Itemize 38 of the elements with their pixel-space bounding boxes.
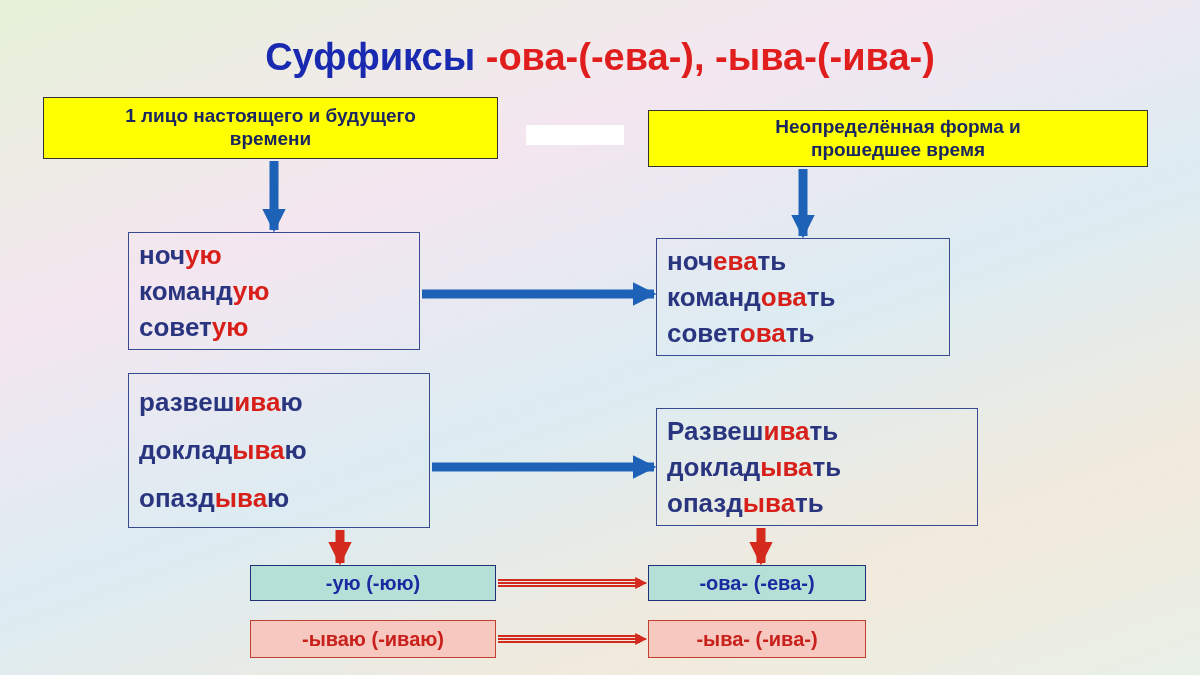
word-box — [656, 408, 978, 526]
word: развешиваю — [139, 386, 304, 418]
label-text: 1 лицо настоящего и будущего времени — [124, 105, 417, 151]
suffix-box — [648, 565, 866, 601]
arrow — [422, 282, 657, 306]
word: ночую — [139, 239, 223, 271]
word-box — [128, 232, 420, 350]
suffix-box — [250, 565, 496, 601]
label-text: Неопределённая форма и прошедшее время — [774, 115, 1022, 162]
label-text: -ую (-юю) — [325, 571, 421, 595]
label-text: -ова- (-ева-) — [699, 571, 815, 595]
word: советую — [139, 311, 250, 343]
arrow — [328, 530, 352, 566]
arrow — [262, 161, 286, 233]
word: докладываю — [139, 435, 308, 466]
title: Суффиксы -ова-(-ева-), -ыва-(-ива-) — [264, 36, 936, 79]
suffix-box — [648, 620, 866, 658]
arrow — [432, 455, 657, 479]
word-box — [128, 373, 430, 528]
word: опаздывать — [667, 487, 825, 519]
arrow — [497, 633, 648, 645]
label-text: -ываю (-иваю) — [301, 627, 444, 651]
word: советовать — [667, 317, 816, 349]
word: Развешивать — [667, 415, 840, 447]
word-box — [656, 238, 950, 356]
arrow — [791, 169, 815, 239]
word: докладывать — [667, 451, 843, 483]
header-box — [43, 97, 498, 159]
dash-bar — [526, 125, 624, 145]
word: командую — [139, 275, 271, 307]
word: опаздываю — [139, 483, 291, 515]
word: ночевать — [667, 245, 788, 277]
word: командовать — [667, 281, 837, 313]
suffix-box — [250, 620, 496, 658]
arrow — [497, 577, 648, 589]
header-box — [648, 110, 1148, 167]
label-text: -ыва- (-ива-) — [696, 627, 818, 651]
arrow — [749, 528, 773, 566]
